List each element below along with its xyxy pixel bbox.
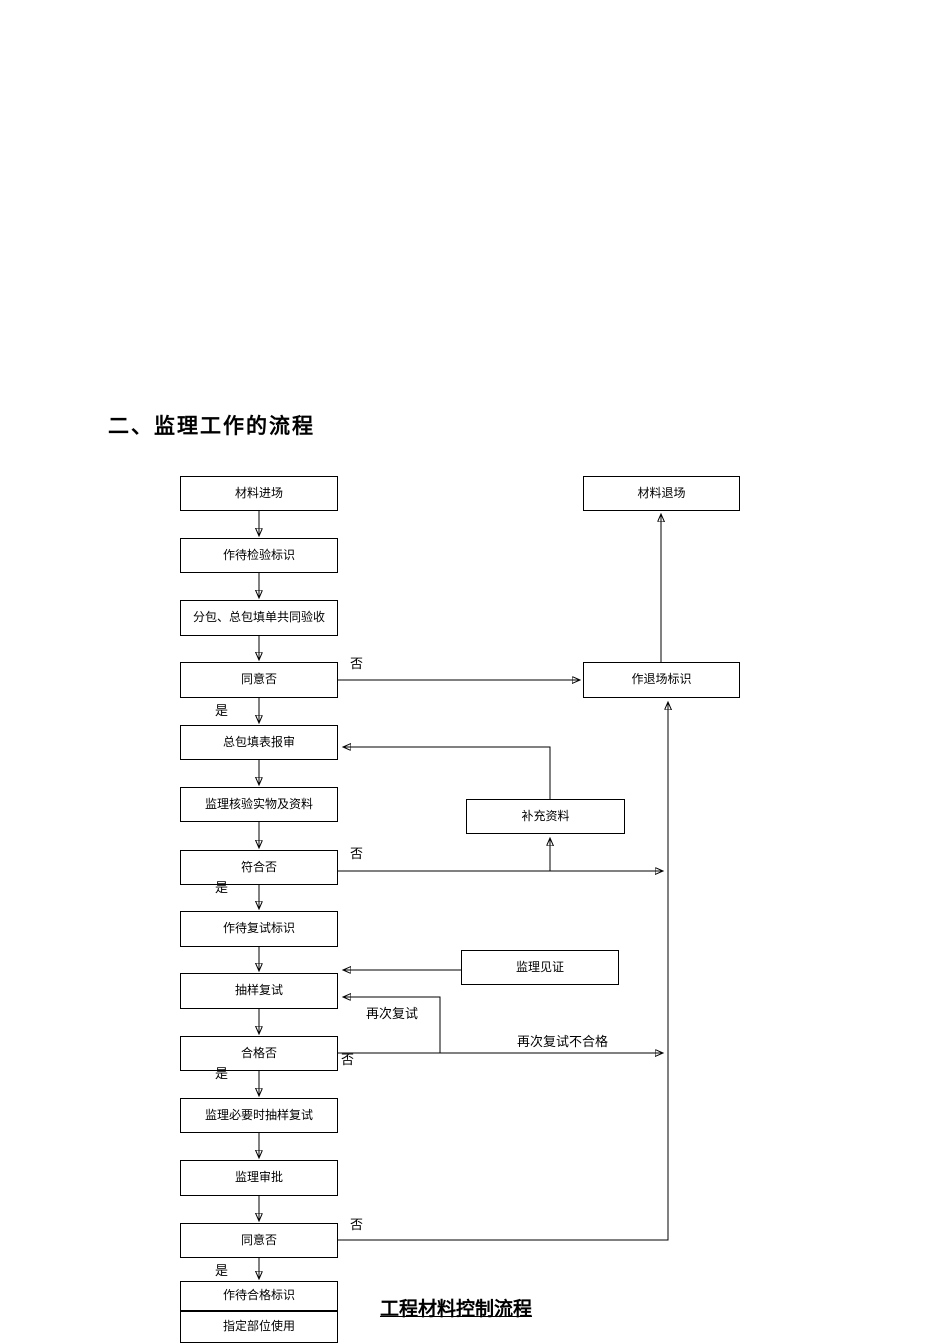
flow-box-agree-2: 同意否	[180, 1223, 338, 1258]
flow-box-gc-submit: 总包填表报审	[180, 725, 338, 760]
flow-box-qualified-mark: 作待合格标识	[180, 1281, 338, 1311]
flow-box-designated-use: 指定部位使用	[180, 1311, 338, 1343]
edge-label-no-3: 否	[341, 1052, 355, 1067]
edge-label-yes-3: 是	[215, 1066, 229, 1081]
edge-label-no-4: 否	[350, 1217, 364, 1232]
edge-label-yes-4: 是	[215, 1263, 229, 1278]
edge-label-no-1: 否	[350, 656, 364, 671]
connector-merge-line-up-to-exitmark	[338, 702, 668, 1241]
connector-retest-loop	[343, 997, 441, 1053]
diagram-caption: 工程材料控制流程	[380, 1299, 533, 1320]
edge-label-retest-fail: 再次复试不合格	[517, 1034, 609, 1049]
flow-box-agree-1: 同意否	[180, 662, 338, 698]
flow-box-await-inspection-mark: 作待检验标识	[180, 538, 338, 573]
flow-box-verify: 监理核验实物及资料	[180, 787, 338, 822]
section-title: 二、监理工作的流程	[108, 415, 315, 438]
edge-label-retest-again: 再次复试	[366, 1006, 419, 1021]
flow-box-supervisor-approval: 监理审批	[180, 1160, 338, 1196]
flow-box-supervisor-sampling-retest: 监理必要时抽样复试	[180, 1098, 338, 1133]
flow-box-material-entry: 材料进场	[180, 476, 338, 511]
edge-label-yes-1: 是	[215, 703, 229, 718]
flow-box-supervisor-witness: 监理见证	[461, 950, 619, 985]
flow-box-conform: 符合否	[180, 850, 338, 885]
edge-label-no-2: 否	[350, 846, 364, 861]
flow-box-material-exit: 材料退场	[583, 476, 740, 511]
flow-box-await-retest-mark: 作待复试标识	[180, 911, 338, 947]
flow-box-sampling-retest: 抽样复试	[180, 973, 338, 1009]
flow-box-exit-mark: 作退场标识	[583, 662, 740, 698]
flow-box-joint-acceptance: 分包、总包填单共同验收	[180, 600, 338, 636]
flow-box-supplement-info: 补充资料	[466, 799, 625, 834]
flow-box-qualified: 合格否	[180, 1036, 338, 1071]
connector-supplement-to-gcsubmit	[343, 747, 551, 799]
edge-label-yes-2: 是	[215, 880, 229, 895]
